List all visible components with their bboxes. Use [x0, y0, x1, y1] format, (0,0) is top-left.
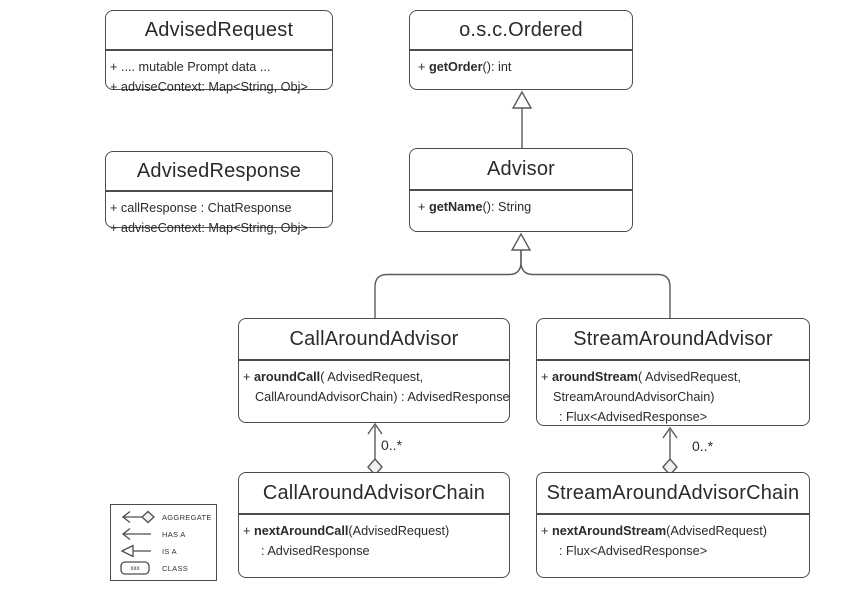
attr-text: + callResponse : ChatResponse: [110, 201, 292, 215]
attr-text: + .... mutable Prompt data ...: [110, 60, 271, 74]
method-text: +: [541, 370, 552, 384]
legend-item-aggregate: AGGREGATE: [118, 509, 216, 526]
ordered-advisor-inheritance-connector: [511, 90, 533, 148]
method-text: StreamAroundAdvisorChain): [553, 390, 715, 404]
class-osc-ordered: o.s.c.Ordered + getOrder(): int: [409, 10, 633, 90]
method-name: aroundCall: [253, 370, 321, 384]
class-attributes: + nextAroundCall(AdvisedRequest) : Advis…: [239, 515, 509, 561]
method-signature: (): String: [482, 200, 532, 214]
class-box-icon: xxx: [120, 561, 150, 575]
method-line-continuation: : AdvisedResponse: [243, 541, 505, 561]
method-signature: (AdvisedRequest): [666, 524, 767, 538]
class-title: Advisor: [410, 149, 632, 191]
method-name: getOrder: [428, 60, 483, 74]
legend-item-is-a: IS A: [118, 543, 216, 560]
branch-left-line: [374, 250, 522, 318]
method-line: + getOrder(): int: [418, 57, 628, 77]
method-line: + aroundStream( AdvisedRequest,: [541, 367, 805, 387]
method-text: +: [418, 60, 429, 74]
method-line-continuation: StreamAroundAdvisorChain): [541, 387, 805, 407]
attribute-line: + adviseContext: Map<String, Obj>: [110, 218, 328, 238]
has-a-arrow-icon: [121, 527, 151, 541]
is-a-triangle-icon: [510, 232, 532, 251]
is-a-triangle-icon: [511, 90, 533, 109]
method-text: +: [243, 524, 254, 538]
class-title: CallAroundAdvisorChain: [239, 473, 509, 515]
class-attributes: + callResponse : ChatResponse + adviseCo…: [106, 192, 332, 238]
class-title: AdvisedRequest: [106, 11, 332, 51]
class-call-around-advisor: CallAroundAdvisor + aroundCall( AdvisedR…: [238, 318, 510, 423]
legend-label: IS A: [162, 546, 177, 556]
method-line-continuation: : Flux<AdvisedResponse>: [541, 407, 805, 427]
attribute-line: + adviseContext: Map<String, Obj>: [110, 77, 328, 97]
method-signature: ( AdvisedRequest,: [637, 370, 741, 384]
class-attributes: + getOrder(): int: [410, 51, 632, 77]
method-line: + nextAroundStream(AdvisedRequest): [541, 521, 805, 541]
method-signature: (): int: [482, 60, 512, 74]
method-text: CallAroundAdvisorChain) : AdvisedRespons…: [255, 390, 510, 404]
method-line: + getName(): String: [418, 197, 628, 217]
multiplicity-label-right: 0..*: [692, 438, 714, 454]
method-line: + nextAroundCall(AdvisedRequest): [243, 521, 505, 541]
multiplicity-label-left: 0..*: [381, 437, 403, 453]
class-attributes: + nextAroundStream(AdvisedRequest) : Flu…: [537, 515, 809, 561]
class-attributes: + .... mutable Prompt data ... + adviseC…: [106, 51, 332, 97]
class-title: o.s.c.Ordered: [410, 11, 632, 51]
callaround-chain-aggregate-connector: 0..*: [367, 422, 403, 477]
method-name: getName: [428, 200, 483, 214]
branch-right-line: [520, 250, 671, 318]
class-attributes: + aroundStream( AdvisedRequest, StreamAr…: [537, 361, 809, 427]
class-stream-around-advisor-chain: StreamAroundAdvisorChain + nextAroundStr…: [536, 472, 810, 578]
method-text: +: [243, 370, 254, 384]
class-title: StreamAroundAdvisorChain: [537, 473, 809, 515]
open-arrowhead-icon: [662, 426, 678, 439]
method-text: +: [541, 524, 552, 538]
class-advised-request: AdvisedRequest + .... mutable Prompt dat…: [105, 10, 333, 94]
streamaround-chain-aggregate-connector: 0..*: [662, 426, 714, 477]
attribute-line: + .... mutable Prompt data ...: [110, 57, 328, 77]
method-line-continuation: CallAroundAdvisorChain) : AdvisedRespons…: [243, 387, 510, 407]
legend-item-has-a: HAS A: [118, 526, 216, 543]
method-name: nextAroundCall: [253, 524, 349, 538]
advisor-subclasses-inheritance-connector: [374, 232, 671, 318]
method-line: + aroundCall( AdvisedRequest,: [243, 367, 505, 387]
open-arrowhead-icon: [367, 422, 383, 435]
class-title: AdvisedResponse: [106, 152, 332, 192]
class-advisor: Advisor + getName(): String: [409, 148, 633, 232]
legend-item-class: xxx CLASS: [118, 560, 216, 577]
attr-text: + adviseContext: Map<String, Obj>: [110, 80, 308, 94]
legend-label: HAS A: [162, 529, 186, 539]
class-stream-around-advisor: StreamAroundAdvisor + aroundStream( Advi…: [536, 318, 810, 426]
legend-label: CLASS: [162, 563, 189, 573]
method-text: : Flux<AdvisedResponse>: [559, 544, 708, 558]
class-attributes: + getName(): String: [410, 191, 632, 217]
legend-box: AGGREGATE HAS A IS A xxx: [110, 504, 217, 581]
class-title: CallAroundAdvisor: [239, 319, 509, 361]
attribute-line: + callResponse : ChatResponse: [110, 198, 328, 218]
attr-text: + adviseContext: Map<String, Obj>: [110, 221, 308, 235]
method-signature: ( AdvisedRequest,: [320, 370, 424, 384]
legend-label: AGGREGATE: [162, 512, 212, 522]
method-name: aroundStream: [551, 370, 638, 384]
method-text: : Flux<AdvisedResponse>: [559, 410, 708, 424]
class-title: StreamAroundAdvisor: [537, 319, 809, 361]
class-sample-text: xxx: [131, 566, 140, 572]
method-name: nextAroundStream: [551, 524, 667, 538]
is-a-arrow-icon: [120, 544, 151, 558]
method-line-continuation: : Flux<AdvisedResponse>: [541, 541, 805, 561]
class-call-around-advisor-chain: CallAroundAdvisorChain + nextAroundCall(…: [238, 472, 510, 578]
class-advised-response: AdvisedResponse + callResponse : ChatRes…: [105, 151, 333, 235]
aggregate-arrow-icon: [121, 510, 155, 524]
class-attributes: + aroundCall( AdvisedRequest, CallAround…: [239, 361, 510, 407]
method-text: : AdvisedResponse: [261, 544, 370, 558]
method-signature: (AdvisedRequest): [348, 524, 450, 538]
method-text: +: [418, 200, 429, 214]
